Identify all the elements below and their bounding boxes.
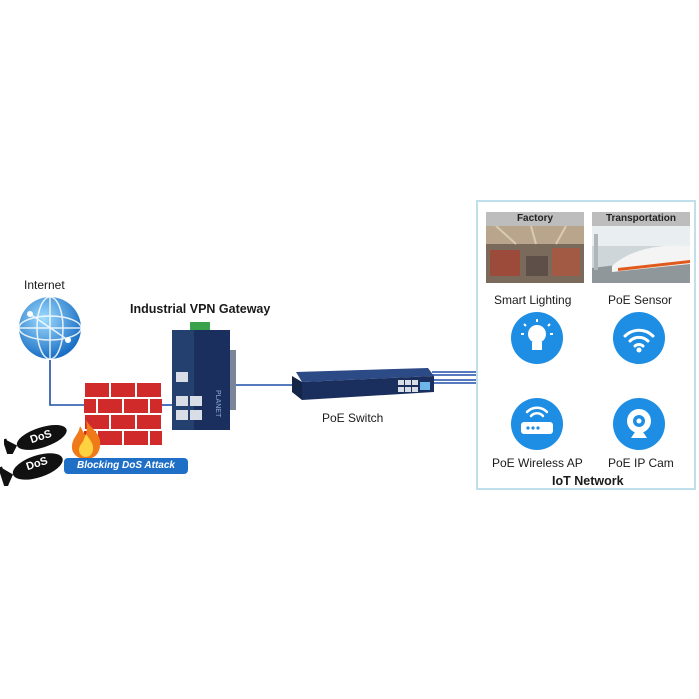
poe-switch-label: PoE Switch (322, 411, 384, 425)
factory-photo (486, 226, 584, 283)
wifi-signal-icon (613, 312, 665, 364)
transportation-photo (592, 226, 690, 283)
iot-network-panel: Factory Transportation Smart Lighting Po… (476, 200, 696, 490)
wireless-router-icon (511, 398, 563, 450)
blocking-dos-badge: Blocking DoS Attack (64, 458, 188, 474)
camera-icon (613, 398, 665, 450)
device-label-sensor: PoE Sensor (608, 293, 673, 307)
factory-title: Factory (486, 212, 584, 226)
gateway-label: Industrial VPN Gateway (130, 302, 271, 316)
light-bulb-icon (511, 312, 563, 364)
internet-to-firewall-line (49, 360, 84, 406)
device-label-lighting: Smart Lighting (494, 293, 572, 307)
internet-label: Internet (24, 278, 65, 292)
vpn-gateway-device: PLANET (172, 322, 236, 430)
iot-network-title: IoT Network (552, 474, 624, 488)
device-label-ap: PoE Wireless AP (492, 456, 583, 470)
poe-switch-device (292, 368, 434, 400)
svg-text:PLANET: PLANET (214, 390, 221, 418)
globe-icon (18, 296, 82, 360)
dos-bomb-icon-2 (0, 453, 63, 486)
flame-icon (71, 420, 101, 459)
device-label-cam: PoE IP Cam (608, 456, 674, 470)
dos-bomb-icon (4, 425, 67, 454)
transportation-title: Transportation (592, 212, 690, 226)
